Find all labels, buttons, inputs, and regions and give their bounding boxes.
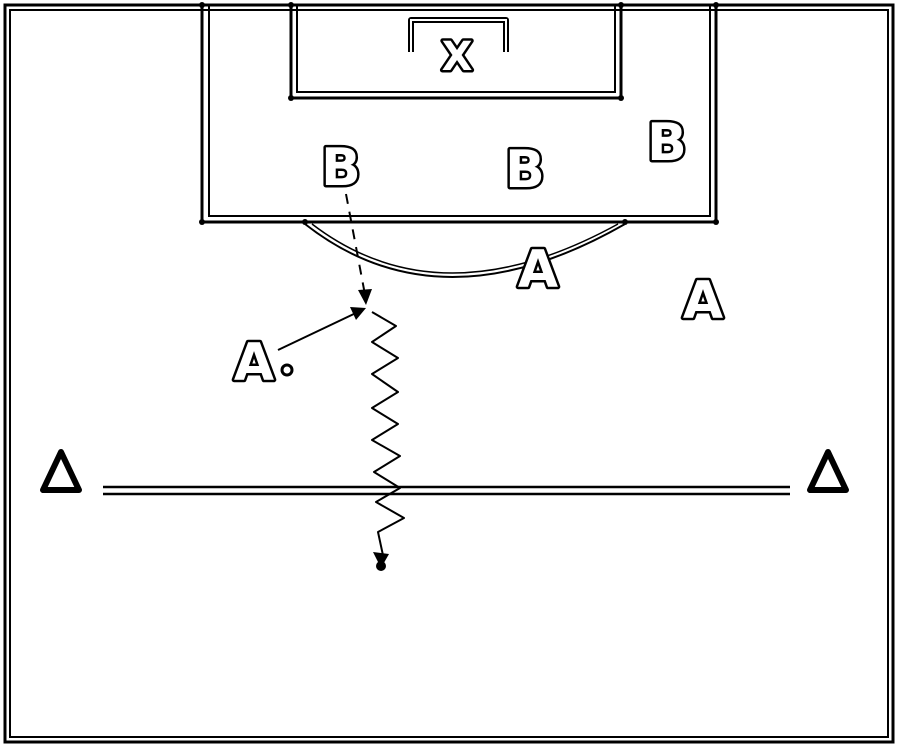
- attacker-label-ball: A: [234, 333, 274, 393]
- corner-dots: [199, 2, 719, 225]
- ball-end: [376, 561, 386, 571]
- field-border-inner: [9, 9, 889, 738]
- defender-label-1: B: [321, 138, 361, 198]
- goal-area-inner: [296, 5, 616, 93]
- defender-label-2: B: [505, 140, 545, 200]
- penalty-area-outer: [200, 5, 718, 224]
- pass-line: [277, 311, 359, 351]
- pass-arrowhead: [350, 307, 366, 320]
- goal-marker-bracket-inner: [410, 19, 507, 52]
- dribble-arrowhead: [373, 552, 389, 568]
- penalty-arc-inner: [311, 223, 619, 274]
- defender-label-3: B: [647, 113, 687, 173]
- cone-right: [807, 449, 849, 493]
- goal-area-outer: [289, 5, 623, 100]
- ball: [280, 363, 294, 377]
- cone-left: [40, 449, 82, 493]
- attacker-label-arc: A: [518, 240, 558, 300]
- penalty-arc: [304, 223, 626, 278]
- penalty-area-inner: [208, 5, 711, 217]
- dribble-path: [371, 311, 405, 561]
- field-border-outer: [3, 3, 895, 744]
- defender-run-arrowhead: [358, 289, 372, 305]
- goalkeeper-label: X: [442, 34, 473, 80]
- attacker-label-right: A: [683, 271, 723, 331]
